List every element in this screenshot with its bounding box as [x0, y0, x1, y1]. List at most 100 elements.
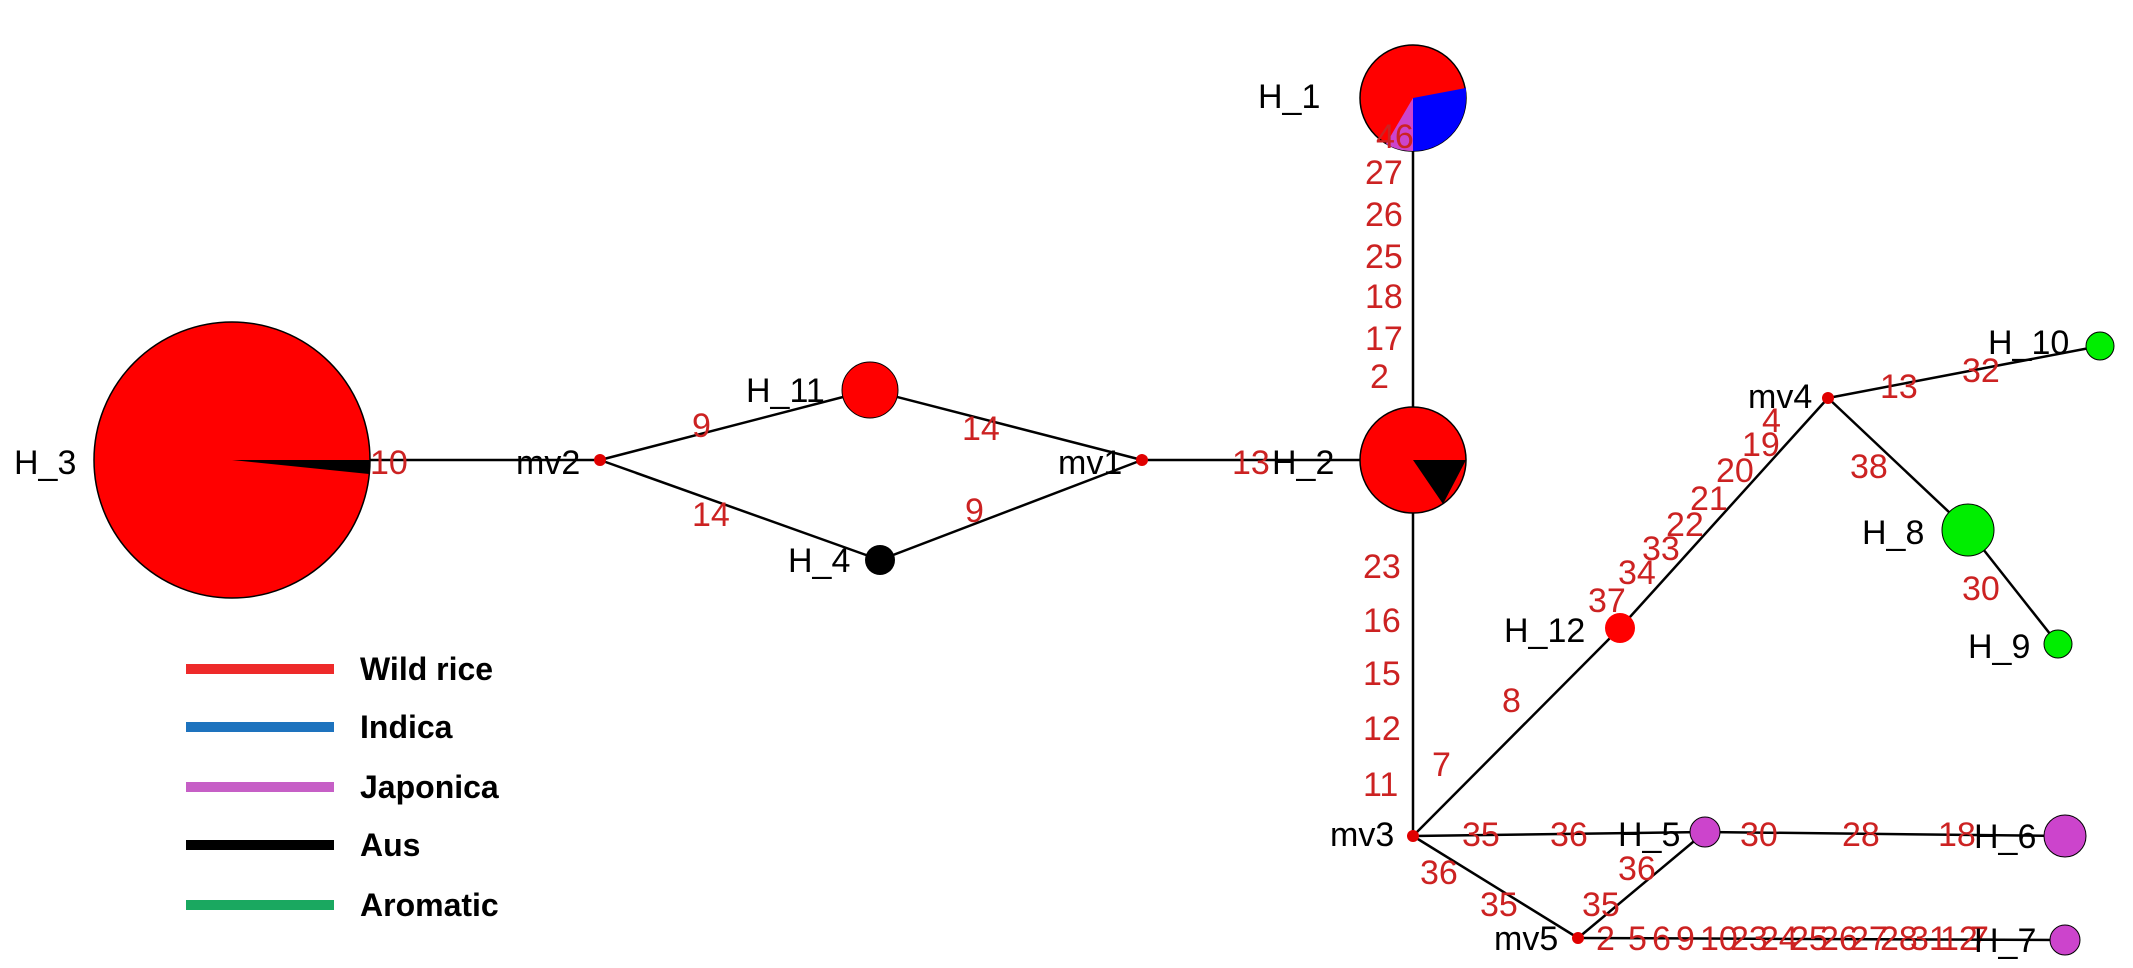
- mutation-label: 16: [1363, 602, 1401, 640]
- mutation-label: 13: [1880, 368, 1918, 406]
- mutation-label: 25: [1790, 920, 1828, 958]
- median-vector-dot: [1407, 830, 1419, 842]
- mutation-label: 9: [692, 407, 711, 445]
- haplotype-label: H_5: [1618, 816, 1680, 854]
- pie-slice-wild-rice: [1605, 613, 1635, 643]
- haplotype-h12-pie: [1605, 613, 1635, 643]
- mutation-label: 30: [1740, 816, 1778, 854]
- edge-h5-h6: [1704, 830, 2066, 838]
- haplotype-h9-pie: [2043, 629, 2073, 659]
- mutation-labels: 10 9 14 14 9 13 27 26 25 18 17 2 46 23 1…: [370, 118, 2000, 958]
- mutation-label: 38: [1850, 448, 1888, 486]
- haplotype-label: H_10: [1988, 324, 2069, 362]
- legend-swatch: [186, 900, 334, 910]
- mutation-label: 14: [692, 496, 730, 534]
- edge-mv2-h4: [599, 458, 881, 562]
- haplotype-h3-pie: [93, 321, 371, 599]
- legend-label: Indica: [360, 709, 453, 745]
- median-vector-dot: [1822, 392, 1834, 404]
- legend: Wild rice Indica Japonica Aus Aromatic: [186, 651, 499, 923]
- median-vector-label: mv3: [1330, 816, 1394, 854]
- haplotype-h8-pie: [1941, 503, 1995, 557]
- haplotype-label: H_4: [788, 542, 850, 580]
- mutation-label: 36: [1550, 816, 1588, 854]
- mutation-label: 10: [1700, 920, 1738, 958]
- mutation-label: 18: [1938, 816, 1976, 854]
- mutation-label: 2: [1370, 358, 1389, 396]
- edge-mv3-h12: [1412, 627, 1621, 837]
- haplotype-h2-pie: [1359, 406, 1467, 514]
- haplotype-label: H_3: [14, 444, 76, 482]
- legend-label: Aromatic: [360, 887, 499, 923]
- legend-item-aromatic: Aromatic: [186, 887, 499, 923]
- legend-item-wild-rice: Wild rice: [186, 651, 493, 687]
- haplotype-label: H_6: [1974, 818, 2036, 856]
- edge-mv4-h10: [1827, 344, 2101, 400]
- mutation-label: 28: [1842, 816, 1880, 854]
- mutation-label: 34: [1618, 554, 1656, 592]
- node-labels: H_3 H_11 H_4 H_2 H_1 H_12 H_10 H_8 H_9 H…: [14, 78, 2069, 960]
- legend-item-japonica: Japonica: [186, 769, 499, 805]
- mutation-label: 7: [1432, 746, 1451, 784]
- pie-slice-aromatic: [2085, 331, 2115, 361]
- mutation-label: 12: [1363, 710, 1401, 748]
- mutation-label: 8: [1502, 682, 1521, 720]
- legend-item-indica: Indica: [186, 709, 453, 745]
- pie-slice-indica: [1413, 88, 1466, 151]
- haplotype-h6-pie: [2043, 814, 2087, 858]
- mutation-label: 19: [1742, 426, 1780, 464]
- edge-h11-mv1: [869, 388, 1143, 462]
- haplotype-h7-pie: [2049, 924, 2081, 956]
- mutation-label: 21: [1690, 480, 1728, 518]
- haplotype-label: H_7: [1974, 922, 2036, 960]
- pie-slice-aromatic: [2043, 629, 2073, 659]
- legend-label: Aus: [360, 827, 420, 863]
- mutation-label: 13: [1232, 444, 1270, 482]
- edge-mv5-h7: [1577, 936, 2066, 942]
- mutation-label: 9: [965, 492, 984, 530]
- legend-swatch: [186, 722, 334, 732]
- mutation-label: 23: [1363, 548, 1401, 586]
- haplotype-h10-pie: [2085, 331, 2115, 361]
- mutation-label: 46: [1376, 118, 1414, 156]
- median-vector-dot: [594, 454, 606, 466]
- mutation-label: 15: [1363, 655, 1401, 693]
- edge-h4-mv1: [879, 458, 1143, 562]
- mutation-label: 18: [1365, 278, 1403, 316]
- haplotype-h4-pie: [865, 545, 895, 575]
- pie-slice-aus: [232, 460, 370, 474]
- median-vector-label: mv4: [1748, 378, 1812, 416]
- haplotype-label: H_2: [1272, 444, 1334, 482]
- mutation-label: 30: [1962, 570, 2000, 608]
- mutation-label: 26: [1365, 196, 1403, 234]
- legend-swatch: [186, 664, 334, 674]
- pie-slice-aus: [1413, 460, 1466, 504]
- mutation-label: 12: [1940, 920, 1978, 958]
- mutation-label: 10: [370, 444, 408, 482]
- mutation-label: 6: [1652, 920, 1671, 958]
- mutation-label: 35: [1582, 886, 1620, 924]
- haplotype-h5-pie: [1689, 816, 1721, 848]
- mutation-label: 11: [1363, 766, 1398, 804]
- mutation-label: 5: [1628, 920, 1647, 958]
- haplotype-h11-pie: [841, 361, 899, 419]
- legend-swatch: [186, 782, 334, 792]
- pie-slice-japonica: [1689, 816, 1721, 848]
- edge-mv3-mv5: [1412, 834, 1579, 940]
- pie-slice-wild-rice: [841, 361, 899, 419]
- edge-mv2-h11: [599, 388, 871, 462]
- edge-mv4-h8: [1827, 397, 1969, 531]
- mutation-label: 36: [1618, 850, 1656, 888]
- mutation-label: 9: [1676, 920, 1695, 958]
- median-vector-dot: [1136, 454, 1148, 466]
- mutation-label: 35: [1480, 886, 1518, 924]
- haplotype-nodes: [93, 44, 2115, 956]
- legend-label: Wild rice: [360, 651, 493, 687]
- median-vector-label: mv1: [1058, 444, 1122, 482]
- haplotype-label: H_9: [1968, 628, 2030, 666]
- haplotype-h1-pie: [1359, 44, 1467, 152]
- mutation-label: 25: [1365, 238, 1403, 276]
- pie-slice-aromatic: [1941, 503, 1995, 557]
- median-vector-dot: [1572, 932, 1584, 944]
- mutation-label: 24: [1760, 920, 1798, 958]
